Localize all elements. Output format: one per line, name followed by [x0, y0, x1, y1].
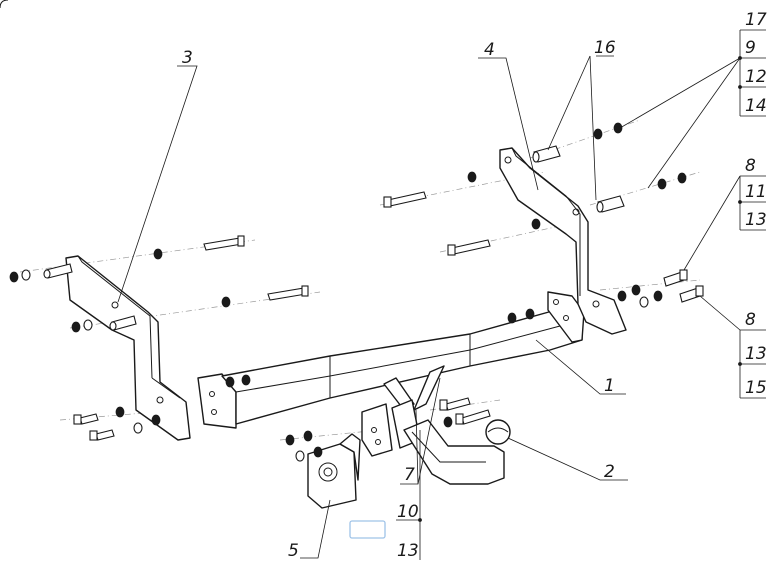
label-part-13-low: 13: [745, 344, 767, 364]
hitch-bolts: [439, 397, 491, 428]
label-part-7: 7: [404, 465, 415, 485]
label-part-10: 10: [397, 502, 419, 522]
long-bolts-left: [203, 235, 309, 301]
right-side-bracket: [499, 147, 627, 335]
right-fasteners: [617, 269, 704, 308]
spacer-pins: [532, 122, 687, 213]
label-part-2: 2: [604, 462, 615, 482]
label-part-3: 3: [182, 48, 193, 68]
frame-corner: [0, 0, 9, 9]
leader-lines: [117, 29, 766, 560]
label-part-13-mid: 13: [745, 210, 767, 230]
label-part-9: 9: [745, 38, 756, 58]
tow-ball-neck: [403, 419, 511, 485]
label-part-15: 15: [745, 378, 767, 398]
socket-bracket: [285, 430, 361, 509]
callout-labels: 3 4 16 1 2 5 7 10 13 17 9 12 14 8 11 13 …: [182, 10, 767, 561]
label-part-5: 5: [288, 541, 299, 561]
label-part-1: 1: [604, 376, 615, 396]
left-fasteners: [9, 248, 231, 333]
label-part-12: 12: [745, 67, 767, 87]
left-lower-bolts: [73, 406, 161, 441]
highlight-box: [349, 520, 386, 539]
label-part-13-bottom: 13: [397, 541, 419, 561]
label-part-8-low: 8: [745, 310, 756, 330]
beam-bolts: [225, 308, 535, 388]
label-part-11: 11: [745, 182, 767, 202]
label-part-16: 16: [594, 38, 616, 58]
cross-beam: [197, 291, 585, 429]
left-side-bracket: [65, 255, 191, 441]
left-bracket-studs: [43, 263, 137, 331]
label-part-14: 14: [745, 96, 767, 116]
label-part-8-mid: 8: [745, 156, 756, 176]
long-bolts-centre: [383, 171, 541, 256]
label-part-4: 4: [484, 40, 495, 60]
label-part-17: 17: [745, 10, 767, 30]
